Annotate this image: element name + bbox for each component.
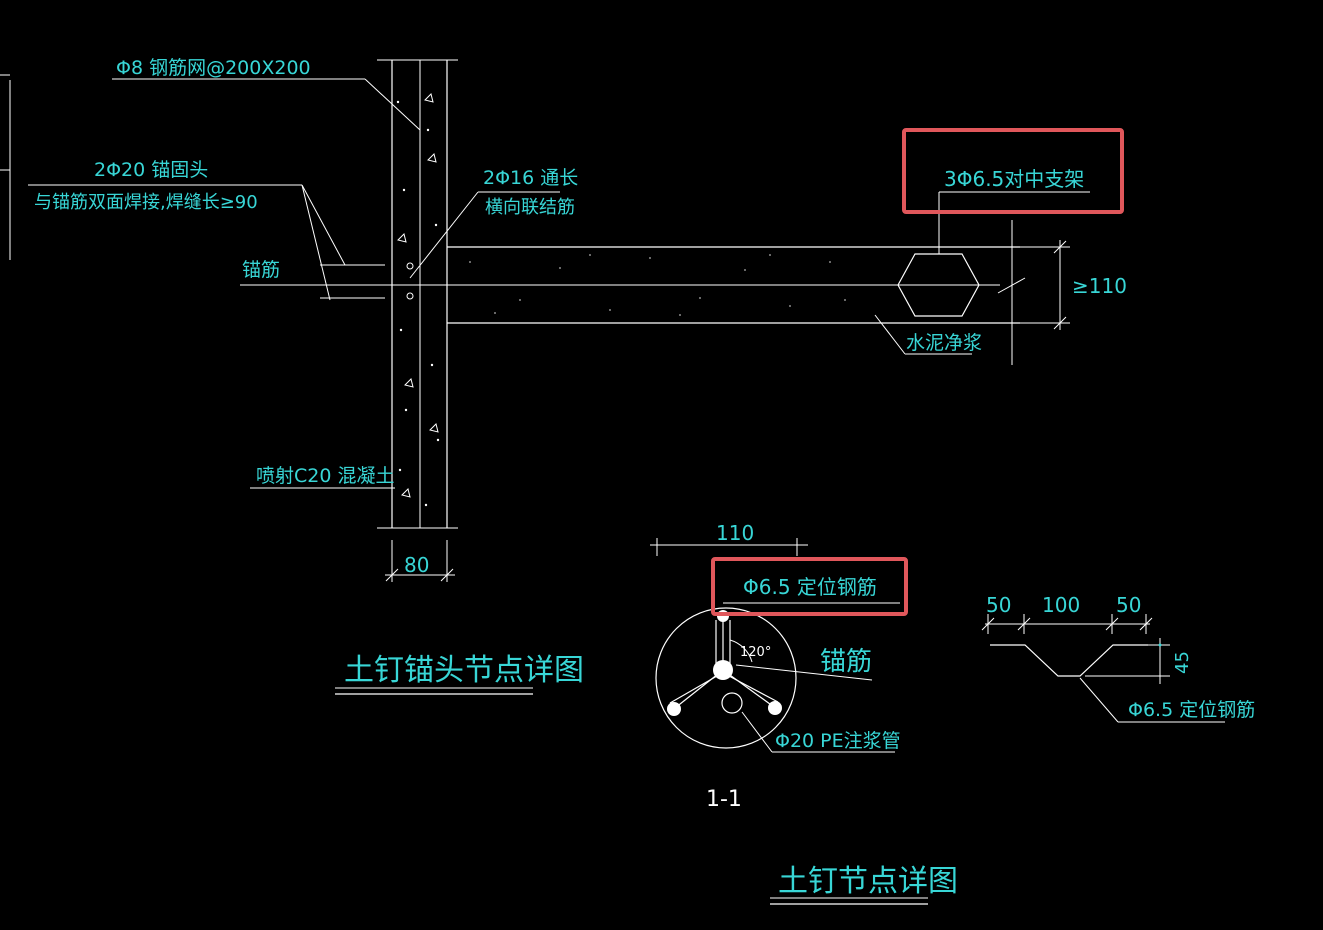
dim-wall-label: 80 [404,553,429,577]
support-callout: 3Φ6.5对中支架 [902,128,1124,214]
support-highlight-box [902,128,1124,214]
grout-label: 水泥净浆 [906,332,982,354]
centering-support-shape [897,253,980,317]
support-label: 3Φ6.5对中支架 [944,167,1084,191]
viewport-edge-marks [0,74,11,260]
grout-body [240,192,1026,365]
leader-grout: 水泥净浆 [874,314,982,355]
leader-through-bar: 2Φ16 通长 横向联结筋 [409,167,578,279]
borehole-circle [655,607,797,749]
section-mark: 1-1 [706,787,742,812]
dim-left-label: 50 [986,593,1011,617]
leader-shotcrete: 喷射C20 混凝土 [250,465,395,489]
anchor-head-label-2: 与锚筋双面焊接,焊缝长≥90 [34,192,258,213]
dim-wall-thickness: 80 [385,540,455,582]
leader-mesh: Φ8 钢筋网@200X200 [112,57,421,131]
shotcrete-label: 喷射C20 混凝土 [256,465,394,487]
leader-section-anchor: 锚筋 [735,647,873,681]
positioning-highlight-box [711,557,908,616]
through-bar-label-2: 横向联结筋 [485,197,575,218]
positioning-spokes [667,610,782,716]
anchor-head-bars [320,264,385,299]
leader-pipe: Φ20 PE注浆管 [741,711,901,753]
dim-section-top-label: 110 [716,521,754,545]
dim-section-top: 110 [650,521,808,556]
dim-diameter-label: ≥110 [1072,274,1127,298]
dim-height-label: 45 [1172,651,1193,674]
dim-right-label: 50 [1116,593,1141,617]
anchor-bar-label: 锚筋 [242,259,280,281]
through-bar-label-1: 2Φ16 通长 [483,167,578,189]
shotcrete-wall [377,59,458,529]
section-detail-title: 土钉节点详图 [778,864,958,899]
section-anchor-label: 锚筋 [820,647,872,677]
positioning-callout: Φ6.5 定位钢筋 [711,557,908,616]
positioning-bar-label: Φ6.5 定位钢筋 [743,575,877,599]
angle-label: 120° [740,645,771,660]
dim-mid-label: 100 [1042,593,1080,617]
leader-anchor-head: 2Φ20 锚固头 与锚筋双面焊接,焊缝长≥90 [28,159,346,301]
anchor-head-detail: ≥110 80 Φ8 钢筋网@200X200 2Φ20 锚固头 与锚筋双面焊接,… [28,57,1127,695]
section-detail: 110 120° 锚筋 Φ20 PE注 [650,521,958,905]
dim-diameter: ≥110 [1020,240,1127,330]
mesh-label: Φ8 钢筋网@200X200 [116,57,311,79]
anchor-detail-title: 土钉锚头节点详图 [344,653,584,688]
section-title-block: 土钉节点详图 [770,864,958,905]
bar-bend-detail: 50 100 50 45 Φ6.5 定位钢筋 [981,593,1255,723]
bar-detail-label: Φ6.5 定位钢筋 [1128,699,1255,721]
pipe-label: Φ20 PE注浆管 [775,730,901,752]
anchor-detail-title-block: 土钉锚头节点详图 [335,653,584,695]
anchor-head-label-1: 2Φ20 锚固头 [94,159,208,181]
bar-bend-shape [990,644,1148,677]
